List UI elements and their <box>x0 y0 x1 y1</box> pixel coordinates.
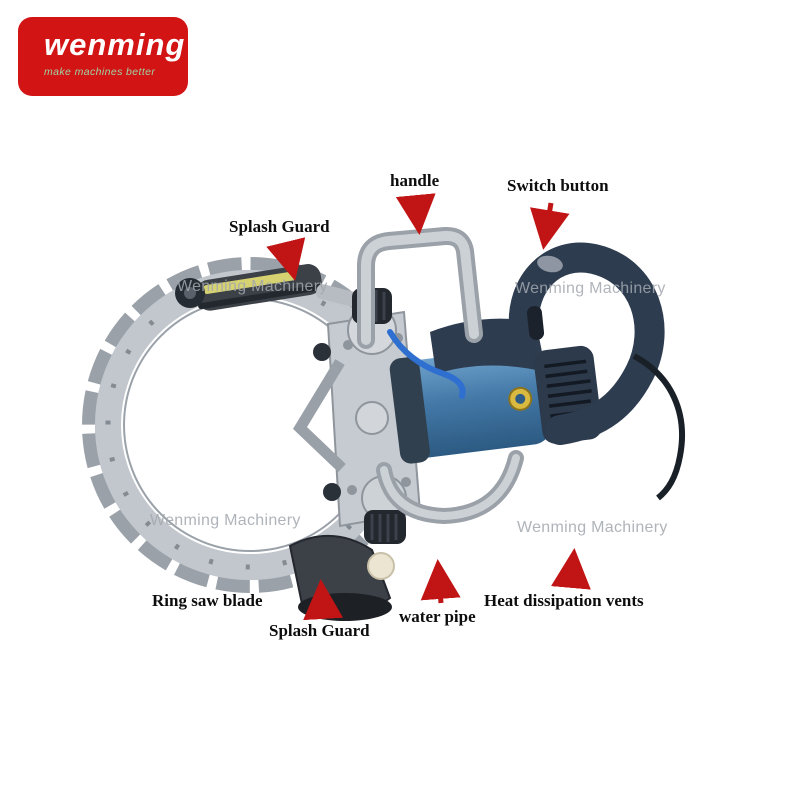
motor-body-graphic <box>389 347 554 464</box>
guard-knob-graphic <box>367 552 395 580</box>
label-handle: handle <box>390 171 440 190</box>
arrow-switch-button <box>530 202 570 250</box>
brand-logo: wenming make machines better <box>18 17 188 96</box>
arrow-splash-guard-bottom <box>303 579 344 621</box>
front-handle-graphic <box>376 450 524 525</box>
annotation-arrows <box>266 193 591 621</box>
arrow-handle <box>395 193 436 235</box>
watermark-text: Wenming Machinery <box>177 278 328 295</box>
label-water-pipe: water pipe <box>399 607 476 626</box>
brand-tagline: make machines better <box>44 65 156 78</box>
watermark-text: Wenming Machinery <box>515 280 666 297</box>
switch-button-graphic <box>537 255 563 273</box>
power-cord-graphic <box>632 353 686 501</box>
water-hose-graphic <box>387 329 466 399</box>
label-splash-guard-top: Splash Guard <box>229 217 330 236</box>
brand-name: wenming <box>44 27 186 62</box>
label-heat-vents: Heat dissipation vents <box>484 591 644 610</box>
trigger-graphic <box>526 305 545 340</box>
arrow-heat-vents <box>551 548 591 590</box>
arrow-water-pipe <box>420 559 461 604</box>
top-handle-graphic <box>357 226 483 349</box>
watermark-text: Wenming Machinery <box>150 512 301 529</box>
label-splash-guard-bottom: Splash Guard <box>269 621 370 640</box>
rear-handle-graphic <box>508 242 665 445</box>
watermark-text: Wenming Machinery <box>517 519 668 536</box>
arrow-splash-guard-top <box>266 237 306 281</box>
label-switch-button: Switch button <box>507 176 609 195</box>
splash-guard-bottom-graphic <box>288 535 395 621</box>
label-ring-saw-blade: Ring saw blade <box>152 591 263 610</box>
